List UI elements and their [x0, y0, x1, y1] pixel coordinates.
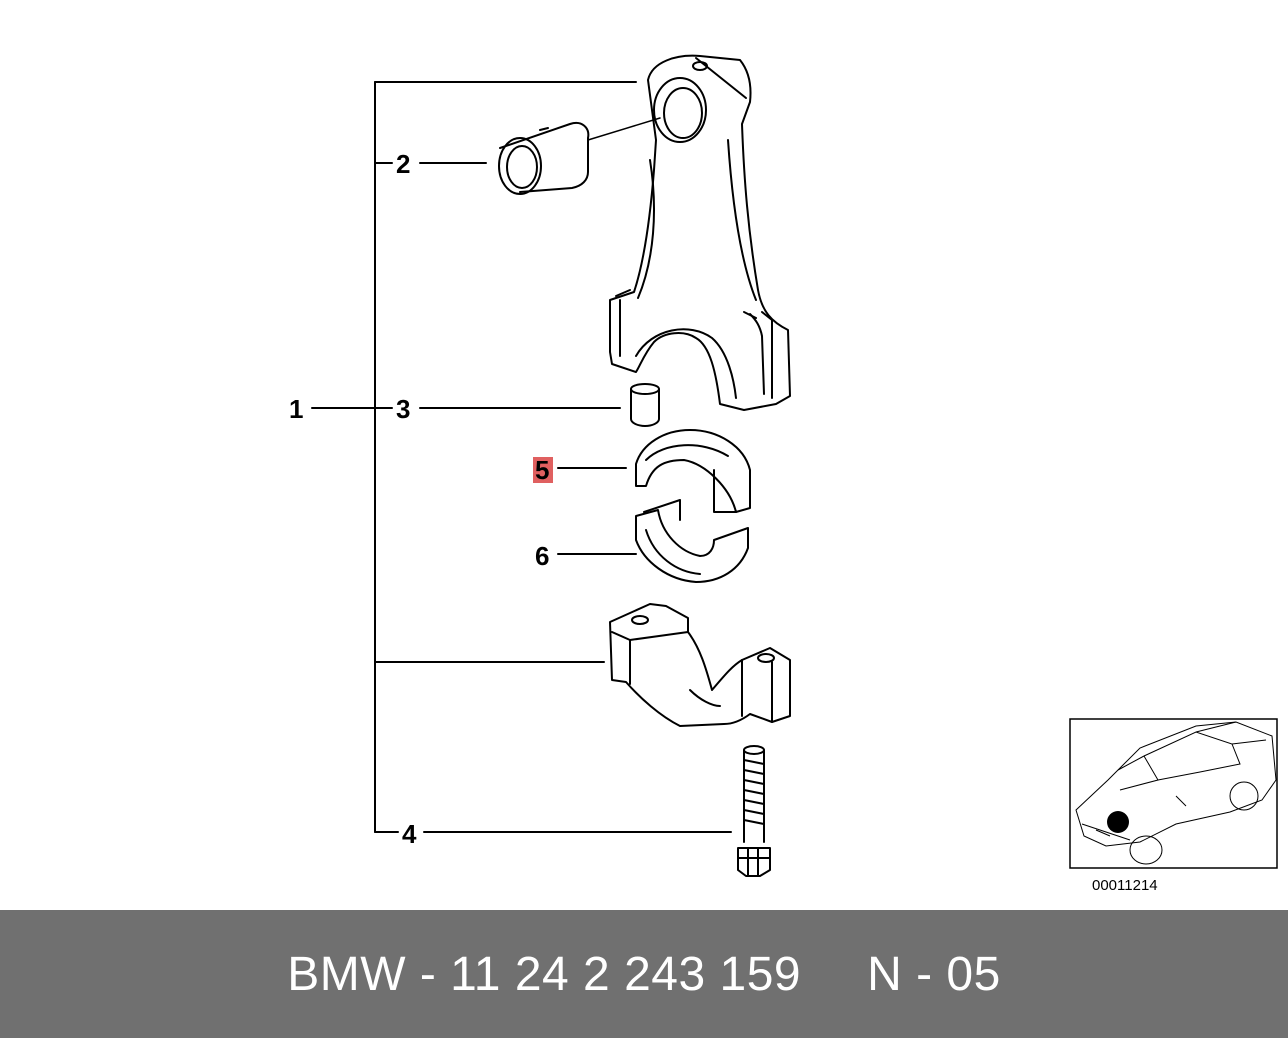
callout-5: 5 — [535, 455, 549, 485]
bearing-cap — [609, 603, 791, 727]
vehicle-location-thumbnail: 00011214 — [1069, 718, 1278, 894]
part-number-label: BMW - 11 24 2 243 159 — [287, 947, 802, 1001]
callout-leader-lines — [311, 81, 732, 833]
lower-bearing-shell — [635, 499, 749, 583]
connecting-rod — [609, 54, 791, 411]
car-outline-icon — [1075, 721, 1277, 865]
sleeve — [630, 383, 660, 427]
part-number-banner: BMW - 11 24 2 243 159 N - 05 — [0, 910, 1288, 1038]
callout-5-highlight — [533, 457, 553, 483]
diagram-position-label: N - 05 — [867, 947, 1001, 1001]
upper-bearing-shell — [635, 429, 751, 513]
small-end-bush — [498, 122, 590, 195]
callout-1: 1 — [289, 394, 303, 424]
callout-6: 6 — [535, 541, 549, 571]
exploded-parts-diagram: 1 2 3 4 5 6 00011214 — [289, 54, 1278, 894]
bolt — [737, 745, 771, 877]
callout-4: 4 — [402, 819, 417, 849]
callout-2: 2 — [396, 149, 410, 179]
location-marker-icon — [1107, 811, 1129, 833]
reference-code: 00011214 — [1092, 877, 1158, 894]
callout-3: 3 — [396, 394, 410, 424]
